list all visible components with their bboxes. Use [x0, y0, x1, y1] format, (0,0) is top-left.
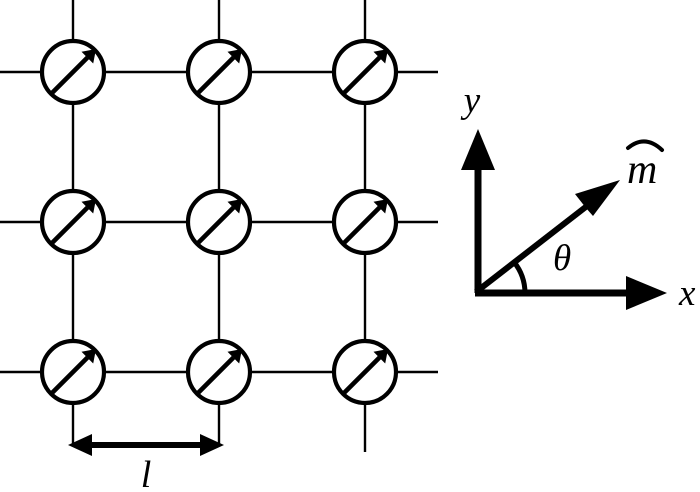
- spin-site: [331, 338, 399, 406]
- spin-site: [185, 188, 253, 256]
- spin-arrow-shaft: [195, 55, 236, 96]
- spin-arrow-head: [227, 49, 242, 64]
- spin-arrow-shaft: [341, 55, 382, 96]
- lattice-horizontal-lines: [0, 70, 438, 374]
- magnetization-vector: m: [474, 139, 664, 295]
- spin-arrow-head: [373, 349, 388, 364]
- spin-site: [331, 38, 399, 106]
- spin-arrow-shaft: [195, 355, 236, 396]
- spin-sites: [39, 38, 399, 406]
- x-axis-arrowhead: [626, 276, 667, 310]
- spin-arrow-head: [373, 199, 388, 214]
- spin-arrow-shaft: [49, 55, 90, 96]
- lattice-constant-label: l: [141, 454, 152, 492]
- spin-arrow-shaft: [341, 355, 382, 396]
- vector-hat-icon: [626, 139, 664, 152]
- spin-site: [331, 188, 399, 256]
- dimension-arrowhead-right: [200, 434, 224, 456]
- spin-site: [39, 38, 107, 106]
- spin-arrow-shaft: [341, 205, 382, 246]
- spin-arrow-shaft: [195, 205, 236, 246]
- spin-arrow-head: [373, 49, 388, 64]
- x-axis: x: [475, 273, 696, 314]
- spin-arrow-head: [81, 349, 96, 364]
- magnetization-vector-label: m: [627, 147, 657, 193]
- y-axis-arrowhead: [461, 129, 495, 170]
- spin-lattice-panel: l: [0, 0, 438, 492]
- x-axis-label: x: [678, 273, 696, 314]
- magnetization-vector-arrowhead: [575, 180, 620, 216]
- dimension-arrowhead-left: [68, 434, 92, 456]
- lattice-vertical-lines: [71, 0, 367, 452]
- angle-theta: θ: [511, 238, 571, 294]
- spin-arrow-head: [227, 349, 242, 364]
- spin-site: [39, 188, 107, 256]
- spin-arrow-shaft: [49, 355, 90, 396]
- spin-arrow-head: [227, 199, 242, 214]
- spin-site: [185, 38, 253, 106]
- spin-site: [185, 338, 253, 406]
- magnetization-vector-line: [474, 196, 598, 295]
- angle-theta-label: θ: [553, 238, 571, 279]
- lattice-constant-dimension: l: [68, 434, 224, 492]
- y-axis: y: [460, 80, 495, 293]
- spin-arrow-head: [81, 199, 96, 214]
- spin-site: [39, 338, 107, 406]
- angle-arc: [511, 260, 528, 294]
- y-axis-label: y: [460, 80, 481, 121]
- coordinate-panel: y x m θ: [460, 80, 696, 314]
- spin-arrow-head: [81, 49, 96, 64]
- spin-arrow-shaft: [49, 205, 90, 246]
